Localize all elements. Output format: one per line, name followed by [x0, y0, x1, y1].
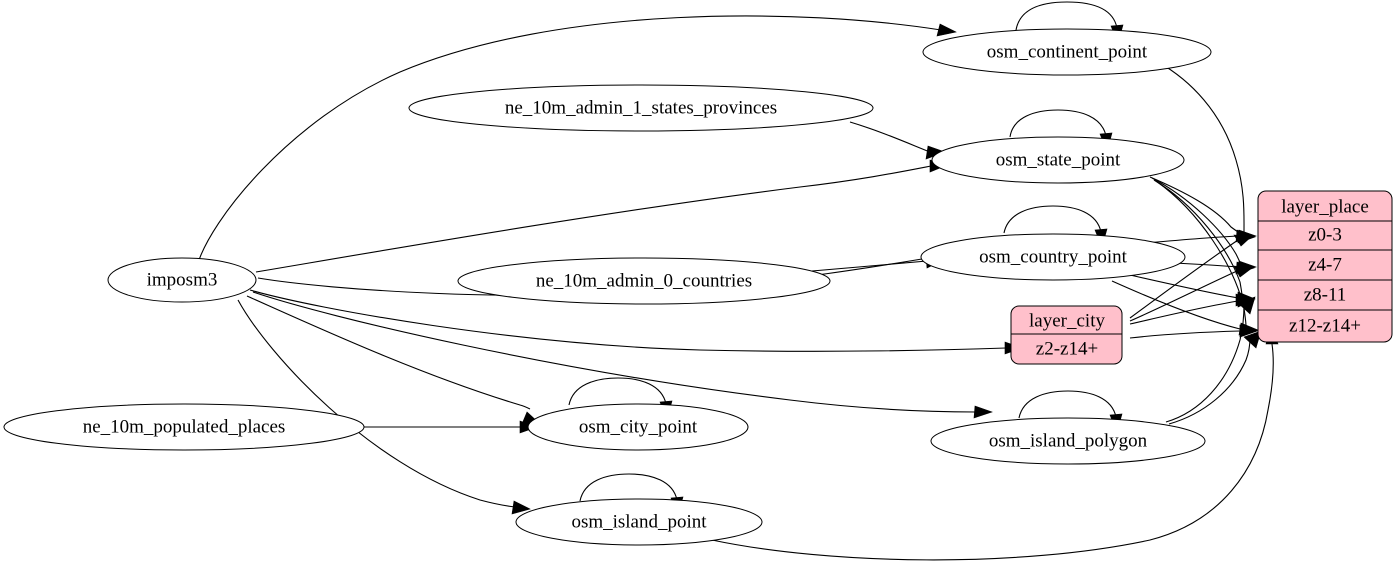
record-label-z8-11: z8-11 — [1304, 284, 1347, 305]
edge-layer_city-to-z4-7 — [1129, 270, 1238, 322]
node-ne_10m_populated_places[interactable]: ne_10m_populated_places — [3, 403, 365, 451]
record-cell-z0-3[interactable] — [1257, 220, 1393, 251]
node-label-osm_continent_point: osm_continent_point — [987, 41, 1148, 62]
node-ne_10m_admin_0_countries[interactable]: ne_10m_admin_0_countries — [457, 257, 831, 305]
record-title-layer_city: layer_city — [1029, 310, 1105, 331]
node-label-osm_island_polygon: osm_island_polygon — [989, 430, 1148, 451]
edge-imposm3-to-osm_city_point — [246, 295, 531, 410]
edge-osm_state_point-to-z8-11 — [1153, 179, 1243, 297]
edge-osm_state_point-to-z0-3 — [1149, 176, 1242, 235]
edge-osm_island_point-to-z12-z14 — [711, 343, 1274, 561]
arrowhead-icon — [1233, 234, 1253, 247]
record-layer_city[interactable]: layer_city z2-z14+ — [1010, 305, 1123, 365]
node-imposm3[interactable]: imposm3 — [107, 257, 257, 303]
edge-osm_country_point-to-z8-11 — [1129, 274, 1239, 299]
edge-imposm3-to-osm_island_polygon — [252, 291, 977, 413]
record-cell-z12-z14[interactable] — [1257, 309, 1393, 343]
node-label-ne_states: ne_10m_admin_1_states_provinces — [505, 97, 777, 118]
node-osm_city_point[interactable]: osm_city_point — [527, 403, 749, 451]
edge-osm_country_point-to-z0-3 — [1145, 235, 1241, 244]
node-label-osm_state_point: osm_state_point — [996, 149, 1121, 170]
edge-ne_states-to-osm_state_point — [849, 121, 931, 153]
arrowhead-icon — [511, 500, 531, 515]
record-cell-z2-z14[interactable] — [1010, 333, 1123, 365]
arrowhead-icon — [973, 405, 993, 419]
arrowhead-icon — [1233, 265, 1253, 278]
edge-self-osm_island_polygon — [1018, 390, 1117, 419]
node-label-imposm3: imposm3 — [147, 269, 218, 290]
edge-imposm3-to-layer_city — [249, 289, 1007, 352]
record-layer_place[interactable]: layer_place z0-3 z4-7 z8-11 z12-z14+ — [1257, 190, 1393, 343]
record-cell-z8-11[interactable] — [1257, 279, 1393, 311]
arrowhead-icon — [1239, 324, 1258, 338]
edge-imposm3-to-osm_island_point — [237, 299, 517, 508]
node-layer: imposm3 ne_10m_admin_1_states_provinces … — [3, 28, 1212, 546]
node-label-osm_country_point: osm_country_point — [979, 246, 1127, 267]
edge-osm_island_polygon-to-z8-11 — [1165, 303, 1245, 423]
edge-imposm3-to-osm_continent_point — [196, 15, 942, 267]
node-osm_country_point[interactable]: osm_country_point — [920, 233, 1186, 281]
record-label-z2-z14: z2-z14+ — [1036, 338, 1098, 359]
record-title-layer_place: layer_place — [1281, 196, 1369, 217]
record-layer: layer_place z0-3 z4-7 z8-11 z12-z14+ lay… — [1010, 190, 1393, 365]
node-osm_continent_point[interactable]: osm_continent_point — [922, 28, 1212, 76]
edge-osm_island_polygon-to-z12-z14 — [1168, 337, 1251, 425]
edge-self-osm_island_point — [579, 473, 678, 502]
edge-imposm3-to-osm_state_point — [255, 165, 932, 273]
record-label-z0-3: z0-3 — [1308, 224, 1342, 245]
edge-layer_city-to-z0-3 — [1129, 239, 1239, 319]
edge-ne_countries-to-osm_country_point — [811, 260, 928, 272]
edge-self-osm_country_point — [1003, 205, 1102, 234]
record-label-z12-z14: z12-z14+ — [1289, 315, 1361, 336]
edge-osm_country_point-to-z12-z14 — [1111, 280, 1241, 330]
edge-osm_continent_point-to-z0-3 — [1157, 61, 1245, 233]
edge-self-osm_city_point — [568, 377, 667, 406]
edge-self-osm_state_point — [1009, 109, 1107, 138]
node-ne_10m_admin_1_states_provinces[interactable]: ne_10m_admin_1_states_provinces — [408, 84, 874, 132]
record-cell-z4-7[interactable] — [1257, 249, 1393, 281]
node-label-osm_island_point: osm_island_point — [571, 511, 707, 532]
node-osm_island_polygon[interactable]: osm_island_polygon — [930, 417, 1206, 465]
arrowhead-icon — [936, 23, 957, 37]
edge-layer_city-to-z8-11 — [1129, 300, 1239, 325]
arrowhead-icon — [1243, 330, 1262, 349]
edge-layer_city-to-z12-z14 — [1129, 330, 1241, 339]
node-osm_state_point[interactable]: osm_state_point — [931, 136, 1185, 184]
node-label-osm_city_point: osm_city_point — [579, 416, 698, 437]
record-label-z4-7: z4-7 — [1308, 254, 1342, 275]
node-label-ne_countries: ne_10m_admin_0_countries — [536, 270, 752, 291]
arrowhead-icon — [1237, 296, 1256, 315]
node-osm_island_point[interactable]: osm_island_point — [515, 498, 763, 546]
edge-self-osm_continent_point — [1015, 1, 1118, 31]
node-label-ne_places: ne_10m_populated_places — [83, 416, 286, 437]
